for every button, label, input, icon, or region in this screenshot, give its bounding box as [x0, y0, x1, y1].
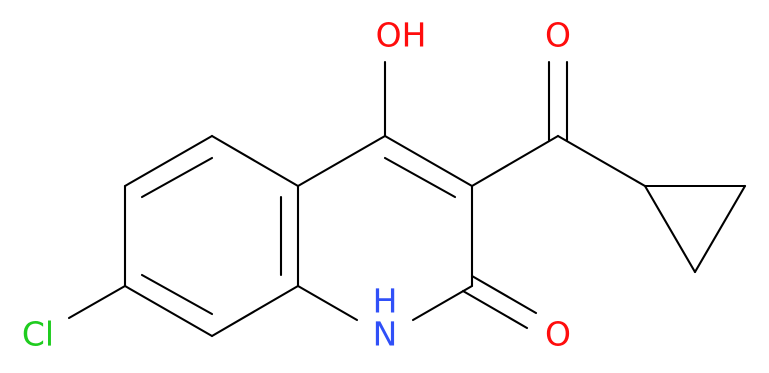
bond-n-c8a — [296, 284, 359, 322]
bond-c4-c3 — [383, 134, 474, 188]
bond-c4-c3-double — [383, 156, 457, 199]
atom-label-ketone-oxygen: O — [545, 16, 571, 55]
atom-label-nh-nitrogen: N — [373, 315, 398, 354]
bond-c7-c8 — [123, 284, 214, 338]
bond-c5-c6-double — [140, 156, 214, 199]
bond-c7-c8-double — [140, 273, 214, 316]
bond-c8-c8a — [210, 284, 300, 338]
bond-c7-cl — [67, 284, 127, 320]
bond-c2-amide-o-1 — [461, 289, 529, 330]
atom-label-chlorine: Cl — [22, 315, 54, 354]
bond-c3-ketone-carbon — [470, 134, 560, 188]
bond-c2-amide-o-2 — [470, 274, 538, 315]
bonds — [67, 60, 747, 338]
bond-c4-c4a — [296, 134, 387, 188]
atom-label-amide-oxygen: O — [545, 315, 571, 354]
bond-cyclopropyl-left — [643, 184, 697, 274]
bond-cyclopropyl-right — [693, 184, 747, 274]
atom-label-nh-hydrogen: H — [373, 282, 398, 321]
atom-labels: OH O O H N Cl — [22, 16, 571, 354]
bond-c5-c6 — [123, 134, 214, 188]
bond-ketone-cyclopropyl — [556, 134, 647, 188]
atom-label-oh: OH — [376, 16, 427, 55]
bond-c4a-c5 — [210, 134, 300, 188]
bond-c2-n — [411, 284, 474, 322]
